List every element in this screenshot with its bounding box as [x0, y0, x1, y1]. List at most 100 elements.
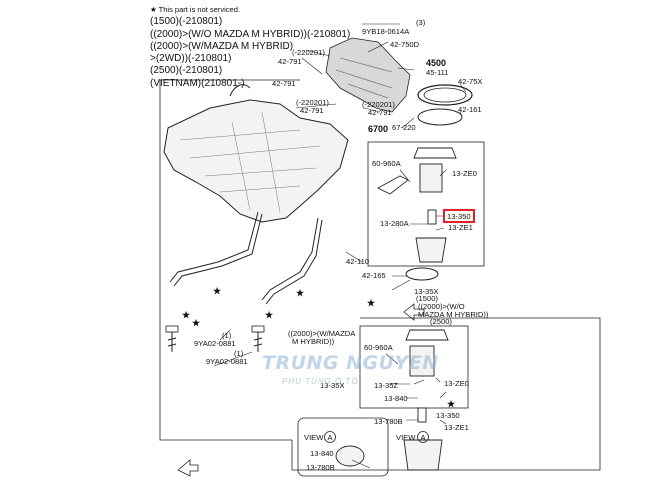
- bolt: [167, 331, 177, 352]
- applicability-line: (2500)(-210801): [150, 65, 223, 77]
- callout-text: 13-35X: [320, 381, 345, 390]
- callout-text: 9YA02-0881: [206, 357, 248, 366]
- tank-frame-border: [159, 80, 292, 441]
- view-marker: [417, 431, 429, 443]
- callout-text: M HYBRID)): [292, 337, 335, 346]
- callout-text: 13-ZE1: [448, 223, 473, 232]
- callout-text: 42-791: [272, 79, 296, 88]
- not-serviced-star: ★: [192, 318, 201, 328]
- not-serviced-note: ★ This part is not serviced.: [150, 5, 240, 14]
- pump-flange-upper: [413, 147, 457, 159]
- callout-text: 42-750D: [390, 40, 420, 49]
- callout-text: 13-840: [310, 449, 334, 458]
- callout-text: 9YA02-0881: [194, 339, 236, 348]
- applicability-line: (VIETNAM)(210801-): [150, 77, 245, 89]
- callout-text: 42-110: [346, 257, 369, 266]
- callout-text: 13-280A: [380, 219, 410, 228]
- tank-frame-border: [291, 317, 601, 471]
- watermark-brand: TRUNG NGUYEN: [262, 352, 439, 374]
- callout-text: 42-165: [362, 271, 386, 280]
- callout-text: ((2000)>(W/O: [418, 302, 465, 311]
- lock-ring: [417, 84, 473, 106]
- pump-reservoir-lower: [403, 439, 443, 471]
- callout-text: 6700: [368, 124, 388, 134]
- watermark-tagline: PHỤ TÙNG Ô TÔ: [282, 377, 359, 386]
- filler-pipe: [229, 84, 251, 97]
- applicability-line: ((2000)>(W/O MAZDA M HYBRID))(-210801): [150, 28, 351, 40]
- view-marker-letter: A: [328, 433, 334, 442]
- not-serviced-star: ★: [213, 286, 222, 296]
- front-arrow-icon: [403, 303, 425, 321]
- callout-text: (-220201): [296, 98, 329, 107]
- pump-module-box-lower: [359, 325, 469, 409]
- callout-text: (3): [416, 18, 426, 27]
- tank-surface-detail: [179, 111, 321, 213]
- callout-text: 13-780B: [306, 463, 335, 472]
- callout-text: 13-35Z: [374, 381, 398, 390]
- lock-ring-inner: [423, 87, 467, 103]
- applicability-notes: ★ This part is not serviced. (1500)(-210…: [150, 4, 350, 90]
- callout-text: 67-220: [392, 123, 416, 132]
- callout-text: VIEW: [396, 433, 416, 442]
- callout-text: 13-840: [384, 394, 408, 403]
- callout-text: (-220201): [362, 100, 395, 109]
- callout-text: (1500): [416, 294, 438, 303]
- pump-module-box-upper: [367, 141, 485, 267]
- callout-text: (1): [222, 331, 232, 340]
- not-serviced-star: ★: [367, 298, 376, 308]
- callout-text: 13-780B: [374, 417, 403, 426]
- pump-body-lower: [409, 345, 435, 377]
- callout-text: 42-161: [458, 105, 482, 114]
- gasket-ring: [417, 108, 463, 126]
- applicability-line: >(2WD))(-210801): [150, 53, 232, 65]
- pump-body-upper: [419, 163, 443, 193]
- fuel-pump-lower: [417, 407, 427, 423]
- view-marker: [324, 431, 336, 443]
- callout-text: 60-960A: [372, 159, 402, 168]
- tank-strap-left: [169, 211, 263, 287]
- callout-text: VIEW: [304, 433, 324, 442]
- callout-text: 42-75X: [458, 77, 483, 86]
- callout-text: 9YB18-0614A: [362, 27, 410, 36]
- heat-shield: [325, 37, 411, 113]
- fuel-pump-upper: [427, 209, 437, 225]
- callout-text: (2500): [430, 317, 452, 326]
- callout-text: (1): [234, 349, 244, 358]
- callout-text: 13-35X: [414, 287, 439, 296]
- pump-reservoir-upper: [415, 237, 447, 263]
- sender-float-upper: [377, 175, 409, 195]
- front-arrow-icon: [177, 459, 199, 477]
- callout-text: 60-960A: [364, 343, 394, 352]
- callout-text: ((2000)>(W/MAZDA: [288, 329, 356, 338]
- view-marker-letter: A: [421, 433, 427, 442]
- not-serviced-star: ★: [182, 310, 191, 320]
- not-serviced-star: ★: [447, 399, 456, 409]
- callout-text: MAZDA M HYBRID)): [418, 310, 489, 319]
- applicability-line: (1500)(-210801): [150, 16, 223, 28]
- not-serviced-star: ★: [265, 310, 274, 320]
- applicability-line: ((2000)>(W/MAZDA M HYBRID): [150, 40, 294, 52]
- callout-text: 42-791: [278, 57, 302, 66]
- tank-strap-right: [261, 217, 323, 305]
- gasket-lower: [405, 267, 439, 281]
- callout-text: 42-791: [300, 106, 324, 115]
- callout-text: (-220201): [292, 48, 325, 57]
- leader-lines: [213, 23, 467, 469]
- not-serviced-star: ★: [296, 288, 305, 298]
- callout-text: 4500: [426, 58, 446, 68]
- callout-text: 13-ZE1: [444, 423, 469, 432]
- bolt-head: [165, 325, 179, 333]
- pump-flange-lower: [405, 329, 449, 341]
- callout-text: 13-350: [436, 411, 460, 420]
- bolt-head: [251, 325, 265, 333]
- fuel-tank: [163, 99, 349, 223]
- callout-text: 13-ZE0: [452, 169, 477, 178]
- callout-text: 45-111: [426, 68, 449, 77]
- callout-text: 42-791: [368, 108, 392, 117]
- view-a-part: [335, 445, 365, 467]
- view-a-box: [297, 417, 389, 477]
- callout-text: 13-ZE0: [444, 379, 469, 388]
- bolt: [253, 331, 263, 352]
